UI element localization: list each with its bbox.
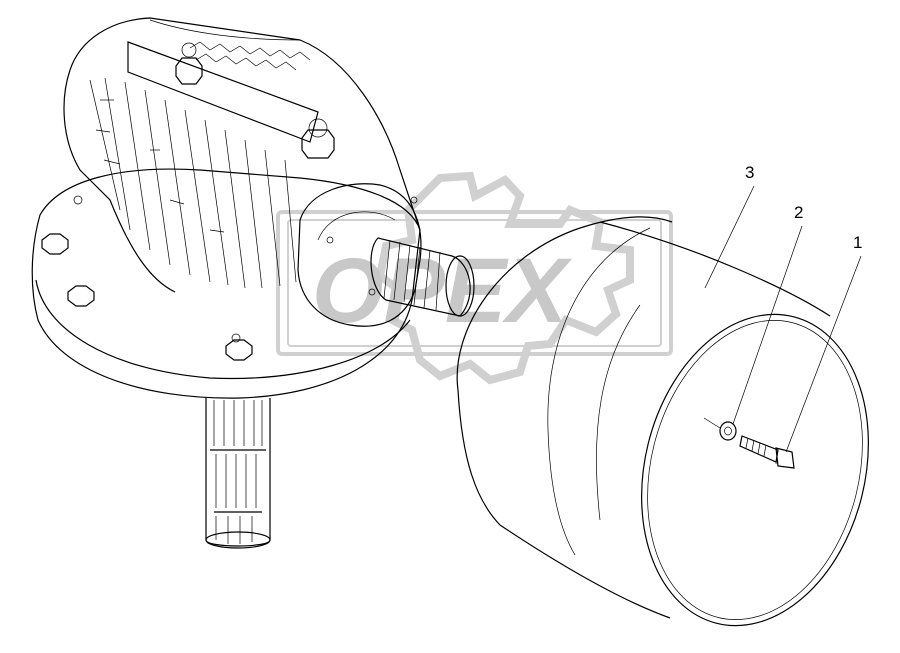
cap-nut-icon xyxy=(175,42,335,159)
flange-bolt-icon xyxy=(41,195,253,361)
callout-3: 3 xyxy=(704,163,754,289)
callout-3-label: 3 xyxy=(745,163,754,182)
watermark: OPEX xyxy=(276,171,673,385)
splined-input-shaft xyxy=(205,398,271,549)
callout-1-label: 1 xyxy=(853,233,862,252)
splined-output-shaft xyxy=(370,237,475,317)
guard-cylinder xyxy=(456,216,869,627)
gearbox-housing xyxy=(31,17,422,399)
washer-icon xyxy=(703,417,737,441)
callout-1: 1 xyxy=(785,233,862,453)
bolt-icon xyxy=(739,435,795,469)
callout-2: 2 xyxy=(732,203,803,425)
callout-2-label: 2 xyxy=(794,203,803,222)
watermark-text: OPEX xyxy=(312,240,572,342)
